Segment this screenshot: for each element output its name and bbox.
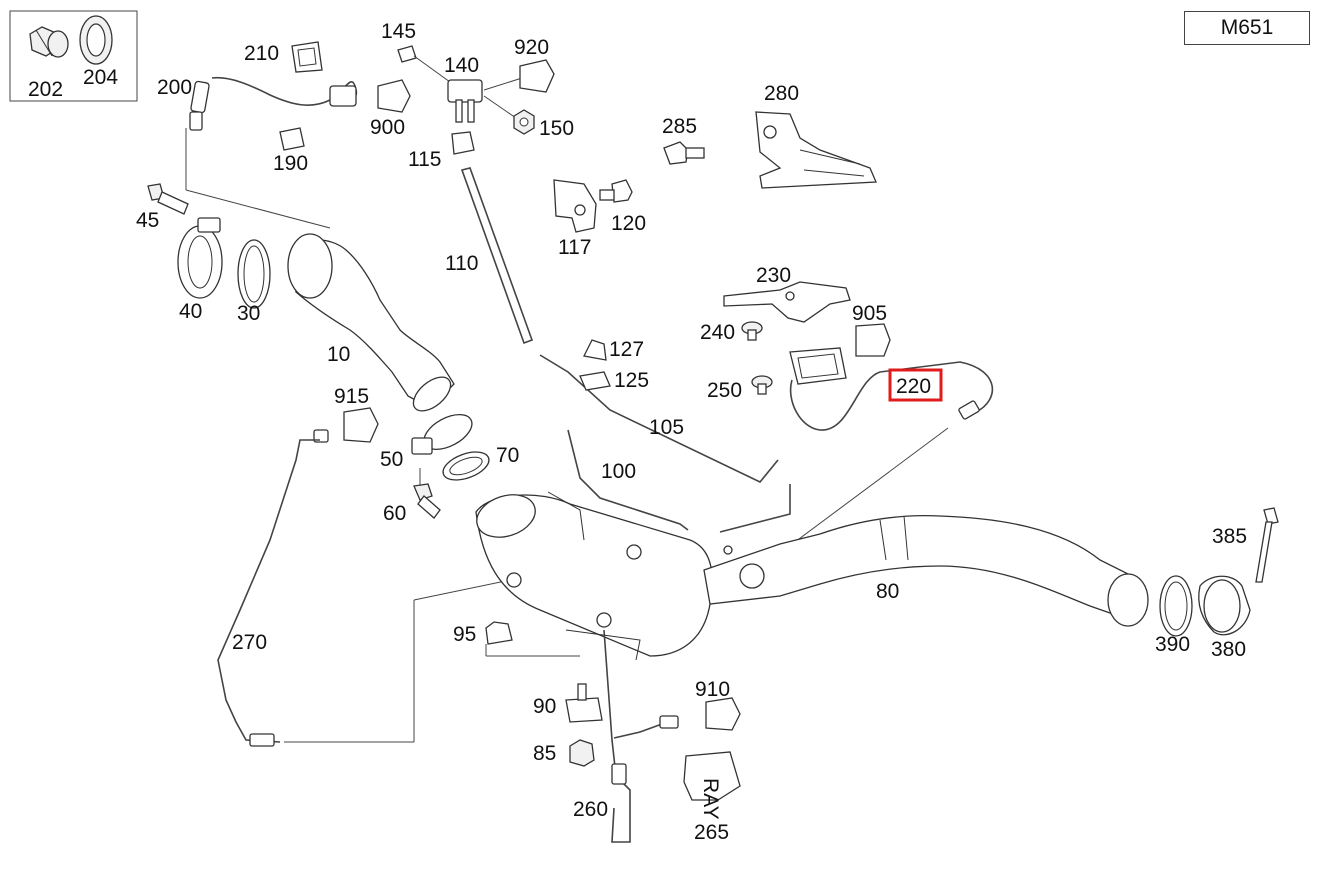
label-250: 250	[707, 379, 742, 402]
label-145: 145	[381, 20, 416, 43]
bracket-117	[553, 179, 597, 233]
nut-150	[513, 109, 535, 135]
clip-125	[579, 371, 611, 391]
nut-85	[569, 739, 595, 767]
label-127: 127	[609, 338, 644, 361]
temp-sensor-260	[603, 629, 679, 843]
bolt-145	[397, 45, 451, 83]
label-380: 380	[1211, 638, 1246, 661]
label-70: 70	[496, 444, 519, 467]
connector-920	[519, 59, 555, 93]
mount-95	[485, 621, 580, 657]
clip-190	[279, 127, 305, 151]
bracket-280	[755, 111, 877, 189]
bolt-285	[663, 141, 705, 165]
rubber-mount-90	[565, 683, 603, 723]
label-204: 204	[83, 66, 118, 89]
label-905: 905	[852, 302, 887, 325]
label-385: 385	[1212, 525, 1247, 548]
clamp-40	[177, 217, 223, 299]
label-45: 45	[136, 209, 159, 232]
label-900: 900	[370, 116, 405, 139]
label-260: 260	[573, 798, 608, 821]
exhaust-pipe-80	[703, 515, 1149, 627]
label-140: 140	[444, 54, 479, 77]
connector-900	[329, 79, 411, 113]
label-125: 125	[614, 369, 649, 392]
seal-30	[237, 239, 271, 309]
clip-210	[291, 41, 323, 73]
label-390: 390	[1155, 633, 1190, 656]
label-120: 120	[611, 212, 646, 235]
label-117: 117	[558, 236, 591, 259]
bolt-385	[1255, 507, 1279, 583]
bolt-120	[599, 179, 633, 203]
connector-915	[343, 407, 379, 443]
label-220: 220	[896, 375, 931, 398]
label-80: 80	[876, 580, 899, 603]
clamp-50	[411, 413, 473, 455]
label-210: 210	[244, 42, 279, 65]
bolt-60	[413, 468, 441, 519]
holder-265: RAY	[683, 751, 741, 820]
label-270: 270	[232, 631, 267, 654]
label-910: 910	[695, 678, 730, 701]
seal-390	[1159, 575, 1193, 637]
label-240: 240	[700, 321, 735, 344]
label-265: 265	[694, 821, 729, 844]
exhaust-pipe-10	[287, 233, 455, 412]
label-60: 60	[383, 502, 406, 525]
seal-70	[442, 451, 490, 481]
label-915: 915	[334, 385, 369, 408]
highlight-box-220	[888, 368, 943, 402]
label-115: 115	[408, 148, 441, 171]
label-40: 40	[179, 300, 202, 323]
label-90: 90	[533, 695, 556, 718]
drain-plug-202	[29, 26, 69, 58]
label-920: 920	[514, 36, 549, 59]
holder-tag-text: RAY	[699, 778, 722, 820]
connector-910	[705, 697, 741, 731]
label-230: 230	[756, 264, 791, 287]
bolt-45	[147, 183, 189, 215]
label-85: 85	[533, 742, 556, 765]
connector-905	[855, 323, 891, 357]
label-30: 30	[237, 302, 260, 325]
label-285: 285	[662, 115, 697, 138]
label-105: 105	[649, 416, 684, 439]
temp-sensor-270	[217, 429, 511, 747]
label-190: 190	[273, 152, 308, 175]
particulate-filter-body	[475, 491, 713, 661]
inset-box	[9, 10, 138, 102]
pressure-sensor-140	[447, 77, 523, 123]
label-100: 100	[601, 460, 636, 483]
clamp-380	[1198, 575, 1251, 636]
seal-ring-204	[79, 15, 113, 65]
screw-240	[741, 321, 763, 341]
label-50: 50	[380, 448, 403, 471]
pressure-pipe-110	[460, 167, 791, 555]
bracket-230	[723, 281, 851, 323]
nox-sensor-220	[759, 347, 994, 569]
label-110: 110	[445, 252, 478, 275]
label-200: 200	[157, 76, 192, 99]
screw-250	[751, 375, 773, 395]
hose-115	[451, 131, 475, 155]
label-10: 10	[327, 343, 350, 366]
model-code-box: M651	[1184, 11, 1310, 45]
label-202: 202	[28, 78, 63, 101]
label-150: 150	[539, 117, 574, 140]
nut-127	[583, 339, 607, 361]
label-280: 280	[764, 82, 799, 105]
label-95: 95	[453, 623, 476, 646]
